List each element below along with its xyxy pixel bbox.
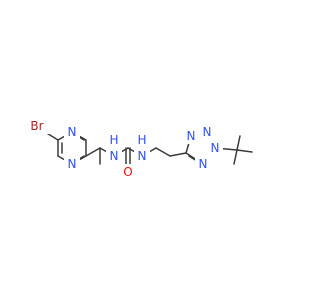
urea-nitrogen-left: N H <box>106 132 122 164</box>
svg-text:N: N <box>203 125 212 139</box>
tetrazole-nitrogen-top-left: N <box>183 128 199 144</box>
bond <box>155 147 171 157</box>
svg-text:N: N <box>199 157 208 171</box>
bond <box>169 152 187 157</box>
svg-text:Br: Br <box>30 119 43 133</box>
svg-text:N: N <box>110 149 119 163</box>
pyrimidine-nitrogen-bottom: N <box>64 156 80 172</box>
tetrazole-nitrogen-top-right: N <box>199 124 215 140</box>
tetrazole-nitrogen-substituted: N <box>207 140 223 156</box>
bond <box>85 147 101 157</box>
carbonyl-oxygen: O <box>120 164 136 180</box>
svg-text:N: N <box>138 149 147 163</box>
svg-text:N: N <box>211 141 220 155</box>
svg-text:O: O <box>123 165 132 179</box>
tetrazole-nitrogen-bottom: N <box>195 156 211 172</box>
bromine-label: Br <box>25 118 51 134</box>
svg-text:H: H <box>109 133 118 147</box>
bond <box>236 135 241 151</box>
pyrimidine-nitrogen-top: N <box>64 124 80 140</box>
svg-text:H: H <box>137 133 146 147</box>
svg-text:N: N <box>68 125 77 139</box>
urea-nitrogen-right: N H <box>134 132 150 164</box>
bond <box>236 149 253 153</box>
svg-text:N: N <box>68 157 77 171</box>
bond <box>233 149 238 165</box>
atom-labels: Br N N N H O N H N <box>25 118 223 180</box>
svg-text:N: N <box>187 129 196 143</box>
molecule-structure: Br N N N H O N H N <box>25 118 253 180</box>
